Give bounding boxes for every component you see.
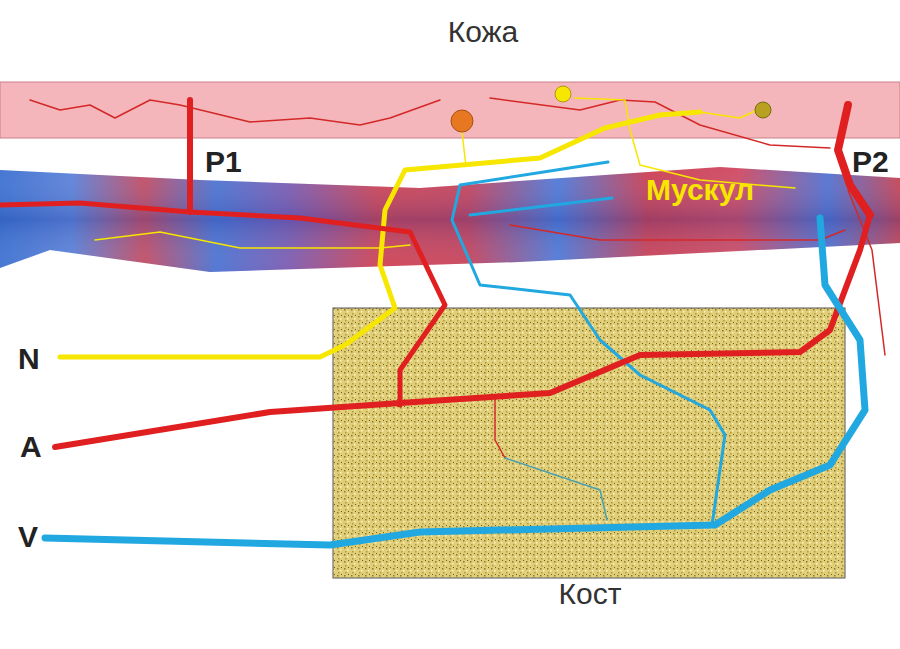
vessel-label: P2: [852, 147, 889, 177]
vessel-label: P1: [205, 147, 242, 177]
vessel-label: A: [20, 432, 42, 462]
tissue-label: Кожа: [448, 17, 519, 47]
muscle-band: Мускул: [0, 168, 900, 272]
bone-block: Кост: [333, 308, 845, 578]
tissue-label: Кост: [559, 579, 622, 609]
vessel-label: V: [18, 522, 38, 552]
vessel-label: N: [18, 344, 40, 374]
skin-band: Кожа: [0, 82, 900, 138]
tissue-label: Мускул: [646, 175, 754, 205]
